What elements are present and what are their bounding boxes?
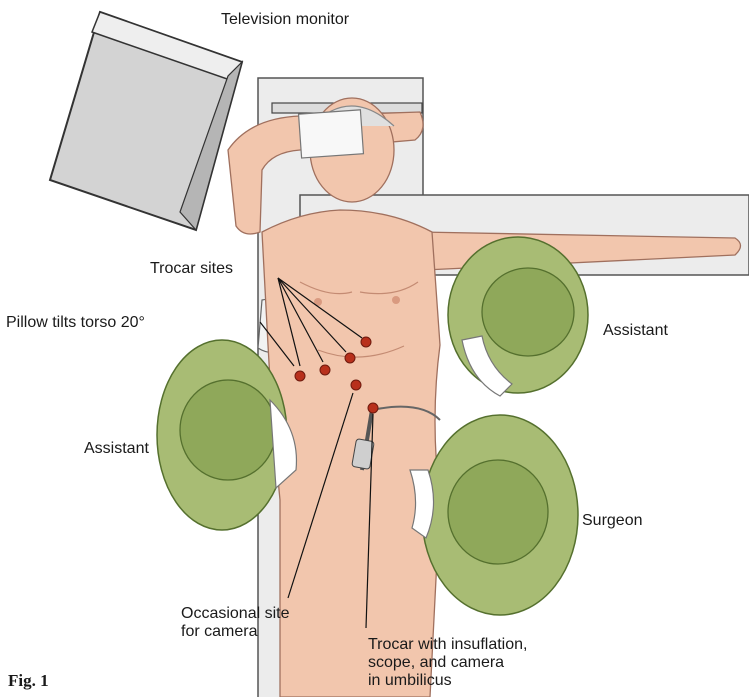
trocar-site [361, 337, 371, 347]
label-occasional-site: Occasional site for camera [181, 605, 290, 641]
label-pillow: Pillow tilts torso 20° [6, 314, 145, 332]
figure-label: Fig. 1 [8, 671, 49, 691]
trocar-site [320, 365, 330, 375]
assistant-right-figure [448, 237, 588, 396]
label-umbilicus-trocar: Trocar with insuflation, scope, and came… [368, 636, 527, 690]
label-television-monitor: Television monitor [221, 11, 349, 29]
trocar-site-umbilicus [368, 403, 378, 413]
television-monitor [50, 12, 242, 230]
trocar-site [345, 353, 355, 363]
label-assistant-left: Assistant [84, 440, 149, 458]
trocar-site [351, 380, 361, 390]
label-assistant-right: Assistant [603, 322, 668, 340]
trocar-site [295, 371, 305, 381]
label-trocar-sites: Trocar sites [150, 260, 233, 278]
label-surgeon: Surgeon [582, 512, 643, 530]
